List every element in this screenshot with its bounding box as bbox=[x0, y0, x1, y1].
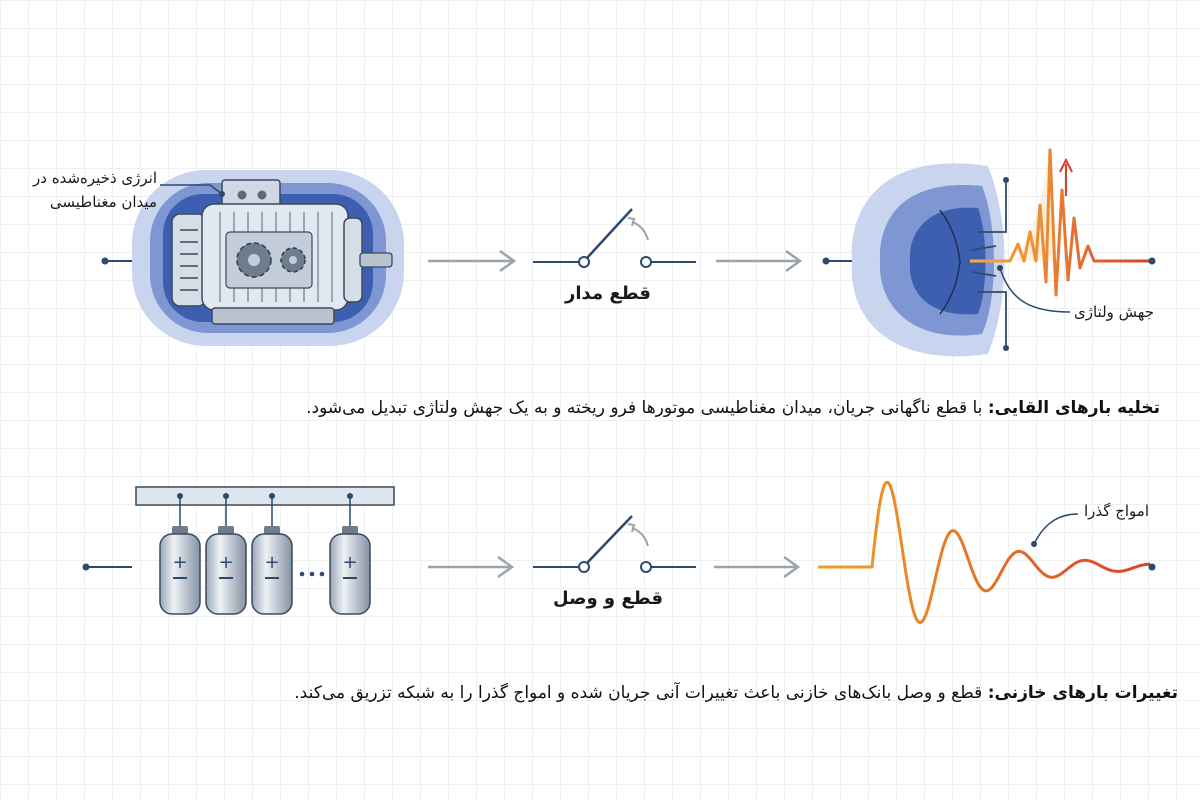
caption-inductive-title: تخلیه بارهای القایی: bbox=[987, 398, 1160, 418]
capacitor-bank: + + + + bbox=[82, 486, 395, 615]
gear-icon bbox=[236, 242, 272, 278]
arrow-right-icon bbox=[714, 555, 801, 579]
circuit-break-label: قطع مدار bbox=[565, 283, 651, 304]
switch-icon bbox=[533, 208, 696, 268]
motor-icon bbox=[101, 170, 404, 346]
capacitor-icon: + bbox=[329, 493, 371, 615]
svg-text:+: + bbox=[172, 552, 187, 573]
gear-icon bbox=[280, 247, 306, 273]
arrow-right-icon bbox=[428, 555, 515, 579]
arrow-right-icon bbox=[428, 249, 517, 273]
ellipsis-icon bbox=[299, 571, 325, 577]
caption-capacitive: تغییرات بارهای خازنی: قطع و وصل بانک‌های… bbox=[294, 683, 1178, 703]
svg-text:+: + bbox=[342, 552, 357, 573]
transient-waves bbox=[818, 480, 1156, 625]
arrow-right-icon bbox=[716, 249, 803, 273]
capacitor-icon: + bbox=[205, 493, 247, 615]
caption-inductive-text: با قطع ناگهانی جریان، میدان مغناطیسی موت… bbox=[306, 398, 988, 418]
capacitor-icon: + bbox=[251, 493, 293, 615]
transient-waves-label: امواج گذرا bbox=[1084, 502, 1149, 520]
collapsing-field bbox=[822, 163, 1009, 357]
svg-text:+: + bbox=[218, 552, 233, 573]
caption-capacitive-text: قطع و وصل بانک‌های خازنی باعث تغییرات آن… bbox=[294, 683, 988, 703]
motor-energy-label: انرژی ذخیره‌شده در میدان مغناطیسی bbox=[33, 169, 157, 211]
switching-label: قطع و وصل bbox=[553, 588, 663, 609]
voltage-spike-label: جهش ولتاژی bbox=[1074, 303, 1154, 321]
caption-capacitive-title: تغییرات بارهای خازنی: bbox=[987, 683, 1178, 703]
caption-inductive: تخلیه بارهای القایی: با قطع ناگهانی جریا… bbox=[306, 398, 1160, 418]
voltage-spike bbox=[970, 148, 1156, 313]
svg-text:+: + bbox=[264, 552, 279, 573]
capacitor-icon: + bbox=[159, 493, 201, 615]
switch-icon bbox=[533, 515, 696, 573]
